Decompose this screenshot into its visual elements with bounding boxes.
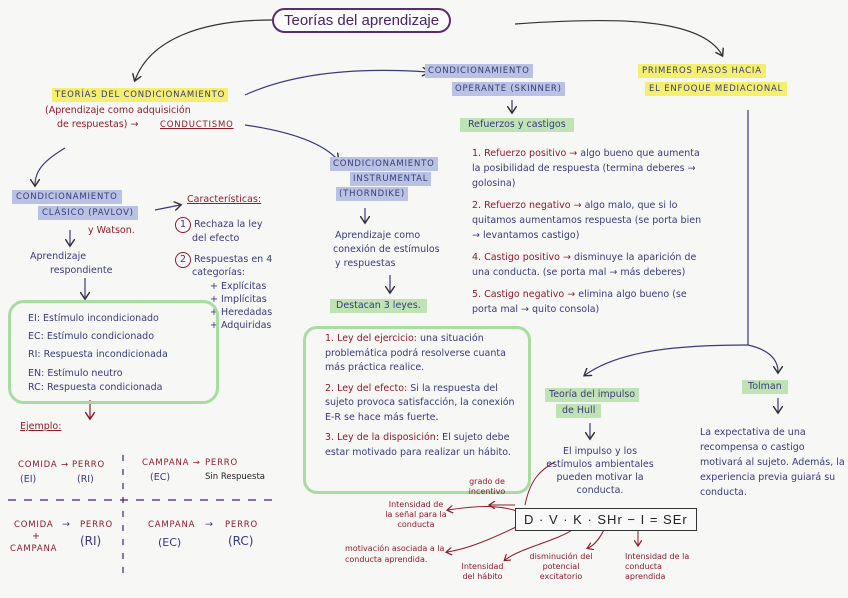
label-intensidad-senal: Intensidad de la señal para la conducta [385, 500, 447, 529]
label-disminucion: disminución del potencial excitatorio [529, 552, 593, 581]
aprendizaje-respondiente-2: respondiente [50, 265, 113, 276]
ejemplo-2-respuesta: PERRO [205, 458, 238, 468]
mediacional-heading-1: PRIMEROS PASOS HACIA [638, 64, 766, 78]
legend-item: EI: Estímulo incondicionado [28, 313, 159, 324]
condicionamiento-heading: TEORÍAS DEL CONDICIONAMIENTO [52, 88, 229, 102]
ley-item: 1. Ley del ejercicio: una situación prob… [325, 333, 506, 373]
ejemplo-3-estimulo-b: CAMPANA [10, 544, 58, 554]
instrumental-desc-1: Aprendizaje como [335, 230, 421, 241]
label-intensidad-conducta: Intensidad de la conducta aprendida [625, 552, 690, 581]
refuerzos-castigos-label: Refuerzos y castigos [460, 118, 574, 132]
refuerzo-item: 1. Refuerzo positivo → algo bueno que au… [472, 148, 700, 189]
instrumental-heading-2: INSTRUMENTAL [350, 172, 432, 186]
legend-item: EC: Estímulo condicionado [28, 331, 155, 342]
ejemplo-4-code: (EC) [158, 536, 182, 549]
label-grado-incentivo: grado de incentivo [468, 477, 506, 496]
categorias-list: + Explícitas + Implícitas + Heredadas + … [210, 280, 272, 332]
ejemplo-4-estimulo: CAMPANA [148, 520, 196, 530]
ejemplo-1-code: (EI) [20, 474, 37, 485]
ejemplo-3-respuesta: PERRO [80, 520, 113, 530]
ejemplo-2-estimulo: CAMPANA → [142, 458, 201, 468]
map-title: Teorías del aprendizaje [272, 8, 452, 33]
ejemplo-1-respuesta: PERRO [72, 460, 105, 470]
watson-label: y Watson. [88, 225, 135, 236]
conductismo-label: CONDUCTISMO [160, 120, 234, 130]
number-circle: 2 [175, 252, 191, 268]
hull-heading-1: Teoría del impulso [545, 388, 640, 402]
ejemplo-2-sin-respuesta: Sin Respuesta [205, 472, 266, 482]
hull-description: El impulso y los estímulos ambientales p… [546, 446, 654, 496]
aprendizaje-respondiente-1: Aprendizaje [30, 251, 87, 262]
refuerzo-item: 5. Castigo negativo → elimina algo bueno… [472, 289, 687, 315]
condicionamiento-subtitle-2: de respuestas) → [57, 119, 139, 130]
ejemplo-1-code-r: (RI) [77, 474, 94, 485]
clasico-heading-2: CLÁSICO (PAVLOV) [38, 206, 138, 220]
ley-item: 3. Ley de la disposición: El sujeto debe… [325, 432, 511, 458]
leyes-list: 1. Ley del ejercicio: una situación prob… [325, 332, 520, 460]
label-intensidad-habito: Intensidad del hábito [461, 562, 504, 581]
ejemplo-2-code: (EC) [150, 472, 171, 483]
caracteristica-1-cont: del efecto [192, 233, 240, 244]
refuerzos-list: 1. Refuerzo positivo → algo bueno que au… [472, 146, 704, 317]
hull-formula: D · V · K · SHr − I = SEr [515, 508, 697, 531]
caracteristica-2-cont: categorías: [192, 267, 245, 278]
tolman-heading: Tolman [742, 380, 788, 394]
clasico-heading-1: CONDICIONAMIENTO [12, 190, 122, 204]
destacan-label: Destacan 3 leyes. [330, 299, 427, 313]
instrumental-desc-2: conexión de estímulos [333, 244, 440, 255]
ejemplo-1-estimulo: COMIDA → [18, 460, 69, 470]
categoria-item: + Explícitas [210, 281, 267, 292]
mediacional-heading-2: EL ENFOQUE MEDIACIONAL [645, 82, 788, 96]
legend-list: EI: Estímulo incondicionado EC: Estímulo… [28, 310, 168, 395]
categoria-item: + Implícitas [210, 294, 267, 305]
ejemplo-3-code: (RI) [80, 534, 102, 548]
condicionamiento-subtitle-1: (Aprendizaje como adquisición [45, 105, 191, 116]
categoria-item: + Adquiridas [210, 320, 272, 331]
label-motivacion: motivación asociada a la conducta aprend… [345, 544, 445, 564]
ejemplo-3-estimulo: COMIDA [14, 520, 54, 530]
ejemplo-label: Ejemplo: [20, 421, 62, 432]
instrumental-heading-1: CONDICIONAMIENTO [330, 157, 438, 171]
ejemplo-4-respuesta: PERRO [225, 520, 258, 530]
tolman-description: La expectativa de una recompensa o casti… [700, 427, 845, 498]
instrumental-heading-3: (THORNDIKE) [336, 187, 408, 201]
leyes-box [303, 326, 531, 494]
instrumental-desc-3: y respuestas [335, 258, 396, 269]
categoria-item: + Heredadas [210, 307, 273, 318]
arrow-right-icon: → [205, 519, 213, 530]
arrow-right-icon: → [62, 519, 70, 530]
caracteristicas-label: Características: [187, 194, 262, 205]
legend-item: EN: Estímulo neutro [28, 368, 123, 379]
refuerzo-item: 4. Castigo positivo → disminuye la apari… [472, 252, 697, 278]
ley-item: 2. Ley del efecto: Si la respuesta del s… [325, 382, 515, 423]
ejemplo-3-plus: + [32, 531, 40, 542]
refuerzo-item: 2. Refuerzo negativo → algo malo, que si… [472, 200, 702, 241]
operante-heading-1: CONDICIONAMIENTO [425, 64, 533, 78]
hull-heading-2: de Hull [556, 404, 602, 418]
operante-heading-2: OPERANTE (SKINNER) [452, 82, 565, 96]
ejemplo-4-code-r: (RC) [228, 534, 254, 548]
legend-box [8, 300, 219, 404]
legend-item: RI: Respuesta incondicionada [28, 349, 168, 360]
legend-item: RC: Respuesta condicionada [28, 382, 163, 393]
number-circle: 1 [175, 217, 191, 233]
